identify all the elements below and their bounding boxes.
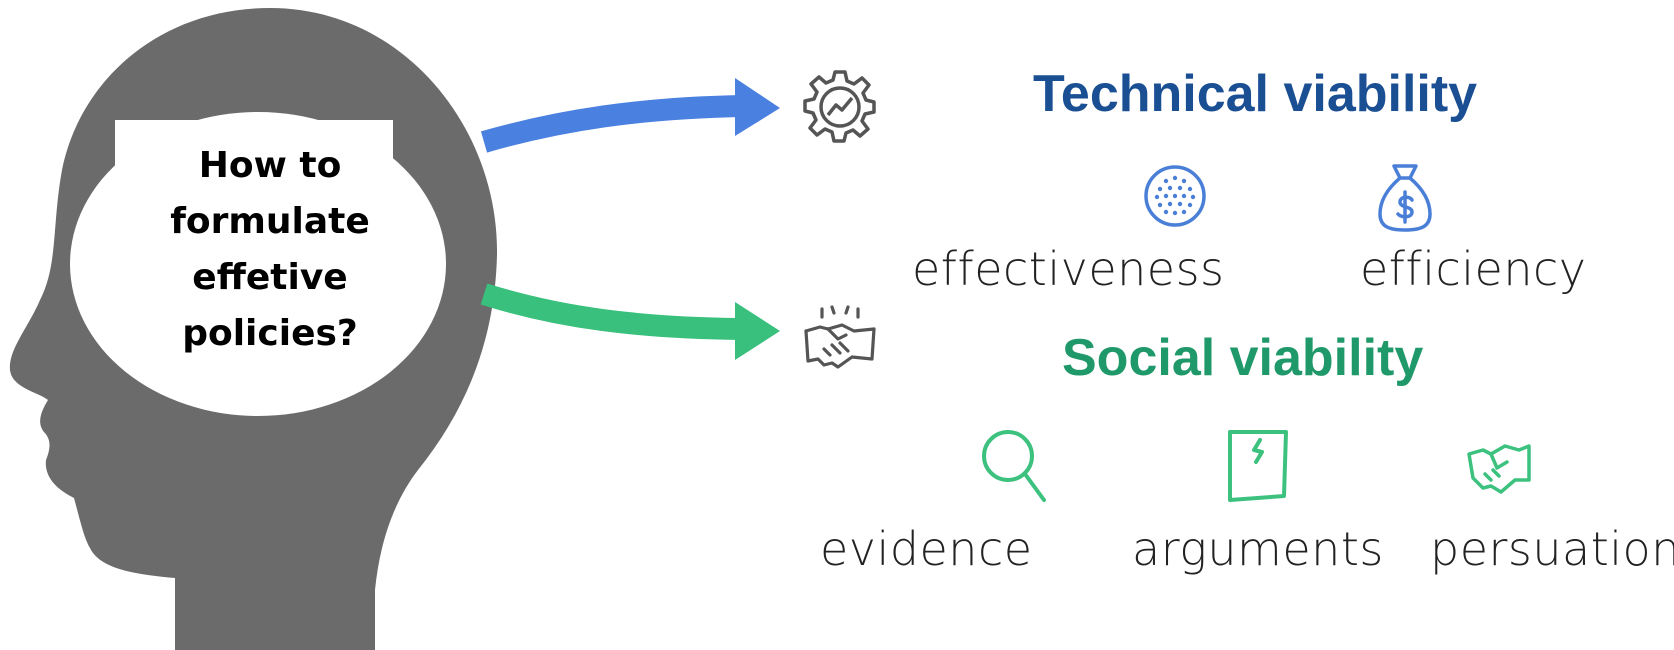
technical-viability-title: Technical viability	[1033, 65, 1478, 123]
social-viability-title: Social viability	[1062, 329, 1424, 387]
social-arrow	[480, 283, 780, 360]
technical-arrow	[480, 78, 780, 153]
target-dots-icon	[1144, 165, 1206, 227]
magnifier-icon	[982, 430, 1046, 502]
arrows	[480, 78, 780, 360]
question-line: effetive	[192, 257, 348, 298]
efficiency-label: efficiency	[1360, 242, 1587, 296]
question-line: How to	[198, 145, 342, 186]
evidence-label: evidence	[820, 522, 1033, 576]
handshake-icon	[1467, 444, 1531, 494]
head-silhouette-icon	[9, 8, 498, 650]
effectiveness-label: effectiveness	[912, 242, 1225, 296]
persuation-label: persuation	[1430, 522, 1674, 576]
document-icon	[1228, 430, 1288, 502]
money-bag-icon	[1378, 164, 1432, 232]
arguments-label: arguments	[1132, 522, 1384, 576]
question-line: formulate	[170, 201, 370, 242]
handshake-icon	[804, 305, 876, 369]
question-line: policies?	[182, 313, 358, 354]
question-text: How to formulate effetive policies?	[150, 138, 390, 362]
gear-chart-icon	[803, 70, 876, 143]
